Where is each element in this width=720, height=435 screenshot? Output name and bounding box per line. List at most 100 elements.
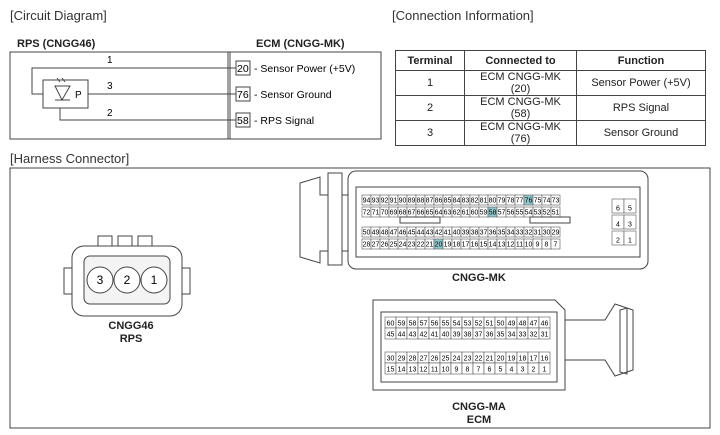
pin-label: 54	[453, 321, 461, 328]
ecm-label-signal: - RPS Signal	[254, 115, 314, 127]
harness-border	[9, 167, 711, 429]
sensor-triangle	[54, 85, 71, 102]
pin-label: 25	[442, 356, 450, 363]
pin-cell	[623, 198, 637, 214]
rps-connector-label: RPS	[119, 333, 143, 345]
pin-label: 63	[444, 210, 452, 217]
pin-label: 83	[462, 198, 470, 205]
pin-label: 55	[516, 210, 524, 217]
pin-label: 16	[541, 356, 549, 363]
pin-label: 56	[431, 321, 439, 328]
pin-label: 30	[543, 230, 551, 237]
pin-label: 84	[453, 198, 461, 205]
pin-label: 35	[497, 332, 505, 339]
pin-label: 6	[616, 206, 620, 213]
pin-label: 53	[464, 321, 472, 328]
pin-label: 4	[510, 367, 514, 374]
pin-label: 88	[417, 198, 425, 205]
pin-label: 39	[453, 332, 461, 339]
pin-label: 76	[525, 198, 533, 205]
ecm-label-ground: - Sensor Ground	[254, 89, 332, 101]
pin-label: 32	[530, 332, 538, 339]
pin-label: 16	[471, 242, 479, 249]
wire-power	[31, 67, 236, 95]
pin-cell	[538, 362, 551, 375]
pin-label: 64	[435, 210, 443, 217]
pin-label: 58	[489, 210, 497, 217]
pin-label: 53	[534, 210, 542, 217]
connection-info-title: [Connection Information]	[392, 8, 534, 23]
pin-label: 43	[409, 332, 417, 339]
pin-label: 8	[545, 242, 549, 249]
pin-label: 14	[398, 367, 406, 374]
pin-label: 39	[462, 230, 470, 237]
pin-label: 33	[519, 332, 527, 339]
rps-connector-name: CNGG46	[108, 320, 154, 332]
rps-pin-2: 2	[107, 108, 113, 119]
pin-label: 9	[536, 242, 540, 249]
pin-label: 40	[442, 332, 450, 339]
pin-label: 10	[525, 242, 533, 249]
ecm-title: ECM (CNGG-MK)	[256, 38, 345, 50]
table-cell: Sensor Power (+5V)	[576, 70, 706, 96]
pin-label: 25	[390, 242, 398, 249]
pin-label: 51	[552, 210, 560, 217]
ecm-pin-58: 58	[237, 115, 249, 127]
pin-label: 52	[543, 210, 551, 217]
pin-label: 3	[628, 222, 632, 229]
rps-connector: 3 2 1	[63, 235, 191, 317]
pin-label: 68	[399, 210, 407, 217]
pin-label: 26	[431, 356, 439, 363]
pin-cell	[623, 230, 637, 246]
rps-pin-1: 1	[107, 55, 113, 66]
pin-label: 12	[420, 367, 428, 374]
pin-label: 44	[398, 332, 406, 339]
pin-label: 54	[525, 210, 533, 217]
pin-label: 89	[408, 198, 416, 205]
pin-label: 72	[363, 210, 371, 217]
pin-label: 38	[464, 332, 472, 339]
pin-label: 2	[616, 238, 620, 245]
pin-label: 62	[453, 210, 461, 217]
pin-label: 65	[426, 210, 434, 217]
pin-label: 75	[534, 198, 542, 205]
header-function: Function	[576, 50, 706, 71]
pin-label: 81	[480, 198, 488, 205]
pin-label: 11	[516, 242, 523, 249]
ecm-label-power: - Sensor Power (+5V)	[254, 63, 355, 75]
ma-connector-label: ECM	[466, 414, 492, 426]
pin-label: 19	[444, 242, 452, 249]
pin-label: 56	[507, 210, 515, 217]
sensor-letter: P	[75, 90, 82, 101]
pin-label: 18	[453, 242, 461, 249]
table-cell: 3	[395, 120, 465, 146]
pin-cell	[550, 238, 561, 250]
pin-label: 38	[471, 230, 479, 237]
pin-label: 18	[519, 356, 527, 363]
pin-label: 59	[480, 210, 488, 217]
pin-label: 70	[381, 210, 389, 217]
pin-label: 22	[417, 242, 425, 249]
pin-label: 5	[628, 206, 632, 213]
mk-connector-name: CNGG-MK	[452, 272, 506, 284]
pin-label: 13	[409, 367, 417, 374]
ma-connector-name: CNGG-MA	[452, 401, 506, 413]
pin-label: 21	[486, 356, 494, 363]
pin-label: 71	[372, 210, 380, 217]
circuit-diagram-title: [Circuit Diagram]	[10, 8, 107, 23]
pin-label: 80	[489, 198, 497, 205]
pin-cell	[550, 194, 561, 206]
pin-label: 92	[381, 198, 389, 205]
pin-label: 60	[387, 321, 395, 328]
circuit-diagram: P 1 3 2 20 76 58 - Sensor Power (+5V) - …	[9, 51, 382, 140]
pin-label: 9	[455, 367, 459, 374]
pin-label: 7	[477, 367, 481, 374]
pin-label: 67	[408, 210, 416, 217]
pin-label: 90	[399, 198, 407, 205]
pin-label: 1	[543, 367, 547, 374]
pin-label: 32	[525, 230, 533, 237]
pin-label: 49	[372, 230, 380, 237]
